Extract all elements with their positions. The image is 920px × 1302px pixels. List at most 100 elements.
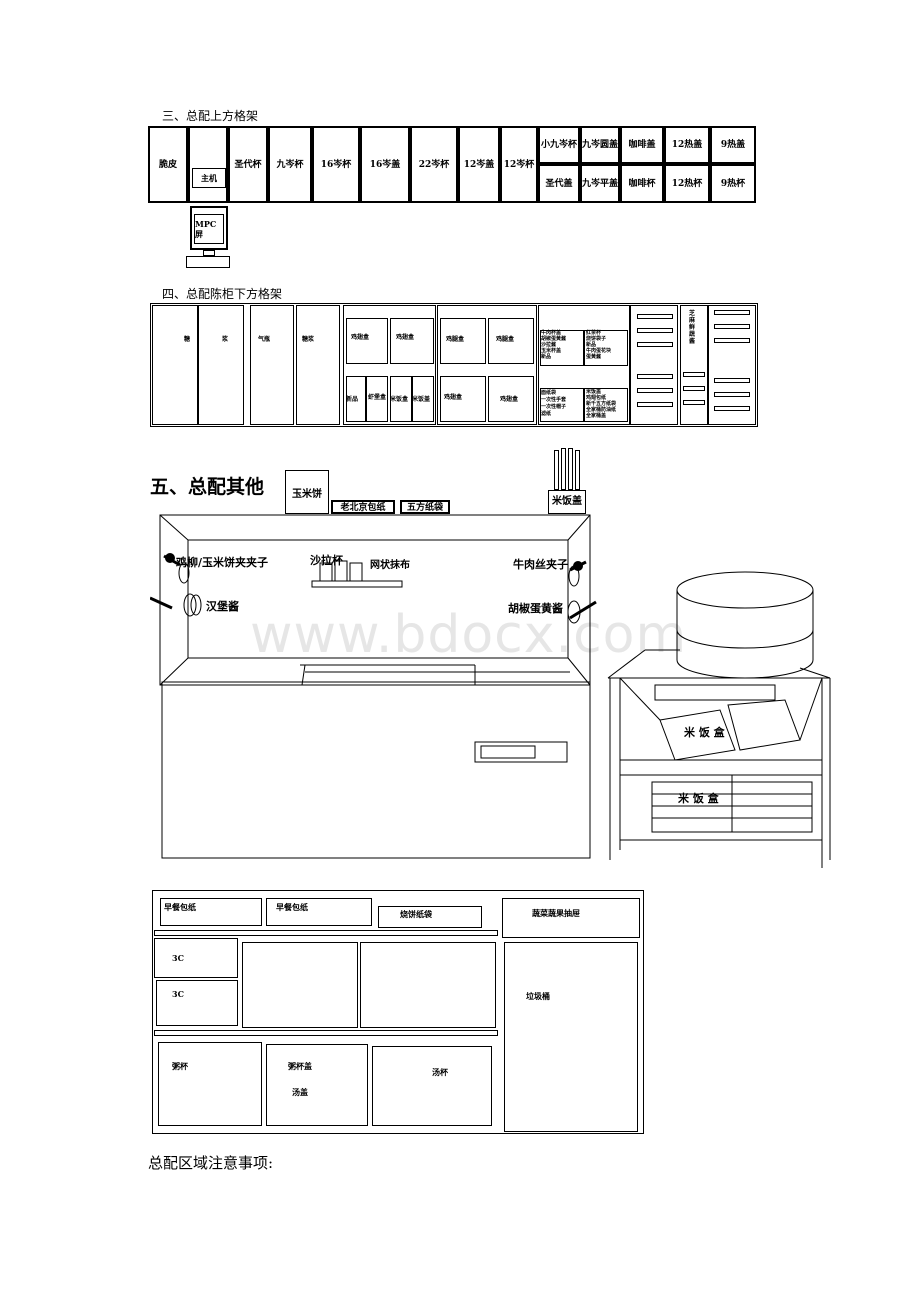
cab-label: 粥杯	[172, 1061, 188, 1071]
rice-cooker-stand-drawing	[607, 571, 831, 868]
shelf-cell: 12热盖	[664, 126, 710, 164]
section-3-title: 三、总配上方格架	[162, 109, 259, 123]
drawer-slot	[714, 338, 750, 343]
shelf-cell: 9热盖	[710, 126, 756, 164]
cab-label: 汤盖	[292, 1087, 308, 1097]
cab-slot	[160, 898, 262, 926]
shelf-cell: 九岑圆盖	[580, 126, 620, 164]
shelf-cell: 圣代杯	[228, 126, 268, 203]
cab-label: 3C	[172, 953, 184, 963]
box-slot	[390, 376, 412, 422]
monitor-stand	[203, 250, 215, 256]
lower-cell	[152, 305, 198, 425]
box-label: 米饭盖	[412, 396, 431, 403]
shelf-cell: 12热杯	[664, 164, 710, 203]
box-label: 鸡翅盒	[444, 394, 463, 401]
list-slot	[584, 330, 628, 366]
cab-rail	[154, 1030, 498, 1036]
beef-clip-label: 牛肉丝夹子	[513, 558, 568, 571]
shelf-cell: 9热杯	[710, 164, 756, 203]
box-slot	[346, 376, 366, 422]
section-4-title: 四、总配陈柜下方格架	[162, 287, 283, 301]
lower-cell	[250, 305, 294, 425]
cab-label: 3C	[172, 989, 184, 999]
drawer-slot	[683, 400, 705, 405]
box-label: 虾堡盒	[368, 394, 387, 401]
cab-slot	[242, 942, 358, 1028]
shelf-cell: 咖啡杯	[620, 164, 664, 203]
box-label: 米饭盒	[390, 396, 409, 403]
shelf-cell: 九岑杯	[268, 126, 312, 203]
list-b: 红茶杯烧饼袋子新品牛肉蛋花块蛋黄酱	[586, 330, 612, 360]
box-slot	[390, 318, 434, 364]
rice-box-label: 米 饭 盒	[684, 726, 725, 739]
drawer-slot	[714, 310, 750, 315]
cab-label: 烧饼纸袋	[400, 909, 432, 919]
drawer-column	[680, 305, 708, 425]
rice-lid-tube	[554, 450, 559, 490]
lower-cell	[296, 305, 340, 425]
shelf-cell: 咖啡盖	[620, 126, 664, 164]
shelf-cell: 16岑杯	[312, 126, 360, 203]
section-5-title: 五、总配其他	[150, 476, 265, 498]
drawer-slot	[714, 378, 750, 383]
cab-slot	[378, 906, 482, 928]
box-slot	[488, 376, 534, 422]
drawer-slot	[637, 388, 673, 393]
box-label: 鸡翅盒	[500, 396, 519, 403]
list-slot	[540, 330, 584, 366]
syrup-label: 糖	[184, 336, 191, 343]
notes-heading: 总配区域注意事项:	[148, 1154, 274, 1172]
rice-lid-box: 米饭盖	[548, 490, 586, 514]
box-slot	[440, 318, 486, 364]
cab-slot	[502, 898, 640, 938]
drawer-slot	[714, 406, 750, 411]
list-d: 米饭盖鸡翅包纸新千五方纸袋全家桶防油纸全家桶盖	[586, 389, 617, 419]
salad-cup-label: 沙拉杯	[310, 554, 343, 567]
syrup-label: 浆	[222, 336, 229, 343]
cab-label: 粥杯盖	[288, 1061, 312, 1071]
beijing-wrap-box: 老北京包纸	[331, 500, 395, 514]
corn-cake-box: 玉米饼	[285, 470, 329, 514]
list-a: 牛肉杯盖胡椒蛋黄酱沙拉酱玉米杯盖新品	[541, 330, 567, 360]
box-slot	[366, 376, 388, 422]
shelf-cell: 22岑杯	[410, 126, 458, 203]
cab-slot	[266, 898, 372, 926]
box-label: 新品	[346, 396, 359, 403]
drawer-slot	[637, 402, 673, 407]
cab-label: 早餐包纸	[164, 902, 196, 912]
drawer-slot	[683, 372, 705, 377]
host-column	[188, 126, 228, 203]
drawer-slot	[637, 328, 673, 333]
clip-label: 鸡柳/玉米饼夹夹子	[176, 556, 269, 569]
cab-slot	[156, 980, 238, 1026]
burger-sauce-label: 汉堡酱	[206, 600, 239, 613]
pepper-sauce-label: 胡椒蛋黄酱	[508, 602, 563, 615]
host-label: 主机	[192, 168, 226, 188]
rice-lid-tube	[568, 448, 573, 490]
cab-slot	[266, 1044, 368, 1126]
cab-slot	[154, 938, 238, 978]
list-slot	[584, 388, 628, 422]
trash-label: 垃圾桶	[526, 991, 550, 1001]
shelf-cell: 12岑盖	[458, 126, 500, 203]
list-slot	[540, 388, 584, 422]
shelf-cell: 圣代盖	[538, 164, 580, 203]
drawer-slot	[637, 342, 673, 347]
drawer-slot	[683, 386, 705, 391]
cab-rail	[154, 930, 498, 936]
box-label: 鸡腿盒	[446, 336, 465, 343]
list-c: 面纸袋一次性手套一次性帽子滤纸	[541, 390, 567, 417]
lower-cell	[198, 305, 244, 425]
prep-cabinet-drawing	[150, 514, 597, 859]
cab-slot	[158, 1042, 262, 1126]
mpc-monitor: MPC屏	[190, 206, 228, 250]
syrup-label: 糖浆	[302, 336, 315, 343]
box-label: 鸡翅盒	[351, 334, 370, 341]
drawer-slot	[714, 392, 750, 397]
trash-slot	[504, 942, 638, 1132]
keyboard	[186, 256, 230, 268]
shelf-cell: 九岑平盖	[580, 164, 620, 203]
cab-label: 蔬菜蔬果抽屉	[532, 908, 580, 918]
box-slot	[488, 318, 534, 364]
